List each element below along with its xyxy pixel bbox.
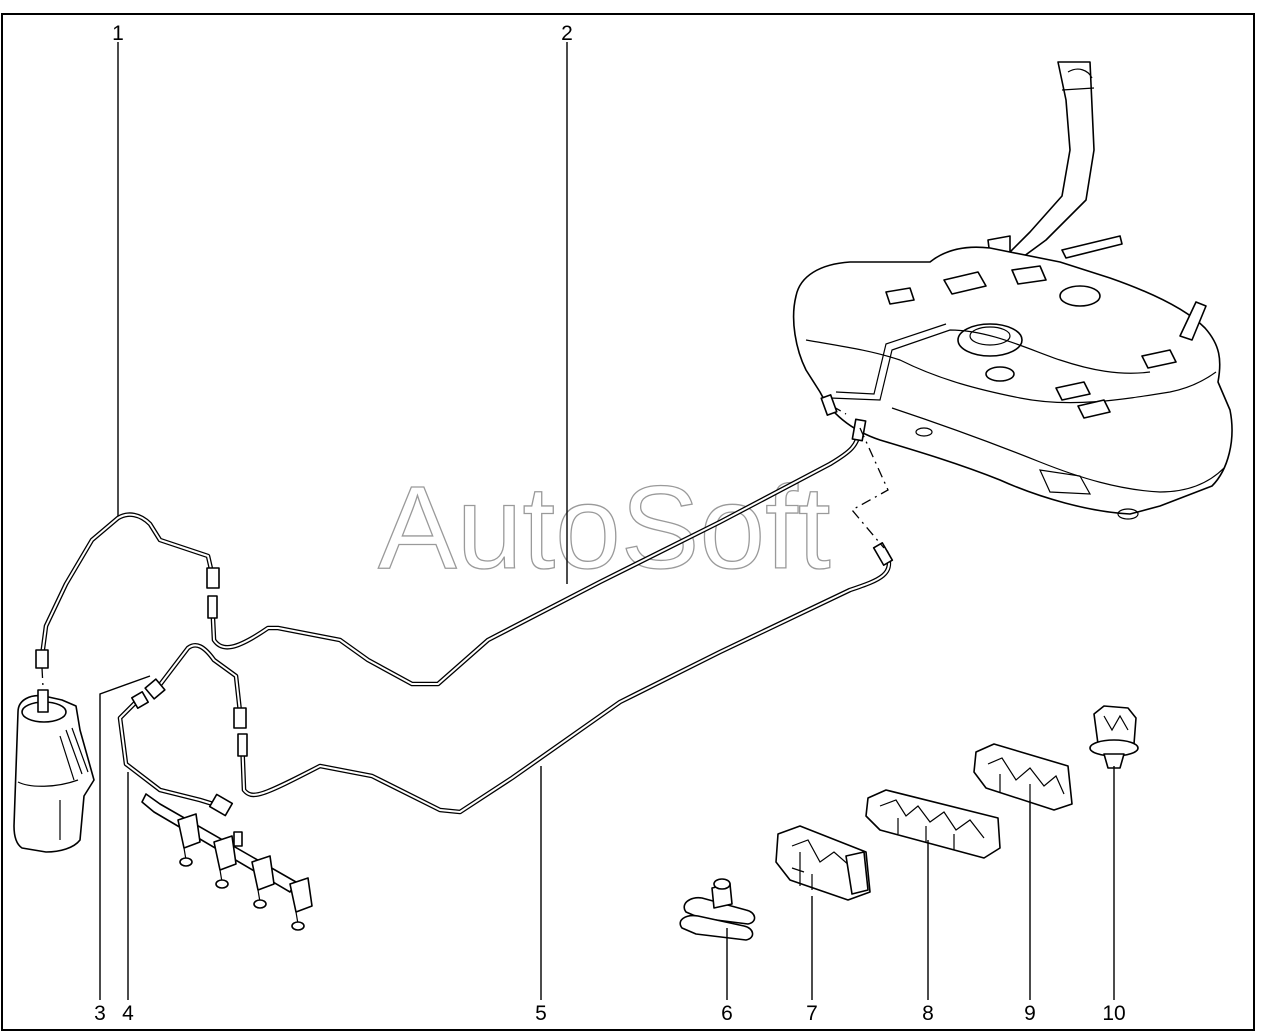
leader-lines [99, 42, 1115, 1000]
vapor-pipe-1 [35, 512, 220, 669]
fuel-pipe-2 [207, 418, 867, 687]
callout-9: 9 [1024, 1002, 1036, 1025]
callout-4: 4 [122, 1002, 134, 1025]
clip-10 [1089, 705, 1139, 769]
callout-2: 2 [561, 22, 573, 45]
callout-3: 3 [94, 1002, 106, 1025]
fuel-pipe-5 [237, 542, 894, 815]
callout-6: 6 [721, 1002, 733, 1025]
clip-9 [973, 743, 1073, 811]
callout-5: 5 [535, 1002, 547, 1025]
clip-7 [775, 825, 871, 901]
fuel-tank [792, 61, 1233, 520]
feed-pipes-3-4 [117, 643, 247, 817]
fuel-rail-injectors [141, 793, 313, 931]
clip-8 [865, 789, 1001, 859]
connection-dashline [850, 427, 889, 549]
tank-connector [820, 394, 838, 416]
callout-10: 10 [1102, 1002, 1125, 1025]
callout-7: 7 [806, 1002, 818, 1025]
watermark-text: AutoSoft [378, 462, 831, 594]
callout-1: 1 [112, 22, 124, 45]
callout-8: 8 [922, 1002, 934, 1025]
diagram-frame [1, 13, 1255, 1031]
charcoal-canister [13, 667, 95, 853]
clip-6 [679, 878, 756, 941]
